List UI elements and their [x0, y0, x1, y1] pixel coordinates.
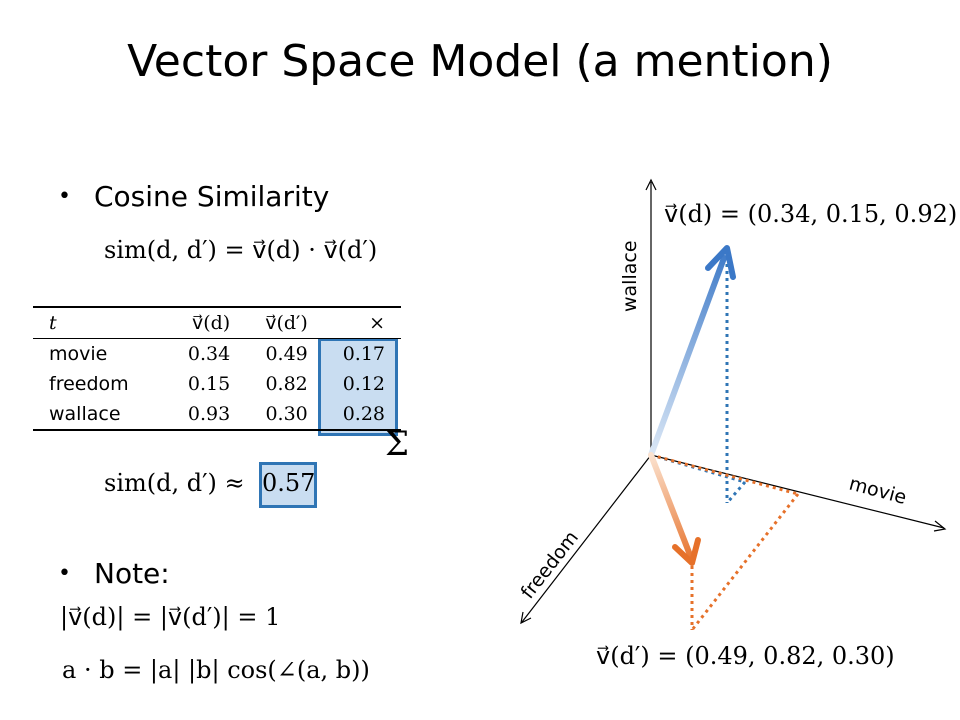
- cell-product: 0.12: [342, 373, 385, 395]
- vector-vd-arrowhead: [705, 245, 736, 280]
- vd2-projection-movie: [650, 453, 799, 496]
- cell-term: movie: [49, 343, 108, 365]
- bullet-dot: •: [58, 184, 71, 209]
- cell-vd2: 0.82: [265, 373, 308, 395]
- table-row: wallace 0.93 0.30 0.28: [33, 399, 401, 430]
- cell-vd2: 0.30: [265, 403, 308, 425]
- sim-result-value: 0.57: [262, 469, 316, 497]
- cell-vd: 0.34: [187, 343, 231, 365]
- bullet-cosine-label: Cosine Similarity: [94, 180, 330, 213]
- cell-vd2: 0.49: [265, 343, 308, 365]
- slide-title: Vector Space Model (a mention): [127, 36, 833, 87]
- header-product: ×: [369, 312, 385, 334]
- vector-vd-label: v⃗(d) = (0.34, 0.15, 0.92): [664, 200, 957, 228]
- product-column-highlight: [318, 338, 398, 436]
- freedom-axis: [521, 454, 652, 623]
- movie-axis-label: movie: [847, 473, 909, 509]
- wallace-axis-label: wallace: [619, 240, 641, 312]
- table-row: movie 0.34 0.49 0.17: [33, 339, 401, 370]
- sim-definition-formula: sim(d, d′) = v⃗(d) · v⃗(d′): [104, 236, 378, 264]
- cell-term: wallace: [49, 403, 121, 425]
- vector-vd2-arrowhead: [672, 537, 701, 566]
- header-vd2: v⃗(d′): [265, 312, 308, 334]
- cell-vd: 0.93: [187, 403, 231, 425]
- freedom-axis-label: freedom: [517, 527, 583, 603]
- cell-product: 0.28: [342, 403, 385, 425]
- bullet-note: • Note:: [58, 557, 170, 590]
- dot-product-formula: a · b = |a| |b| cos(∠(a, b)): [62, 656, 370, 684]
- bullet-dot: •: [58, 561, 71, 586]
- table-row: freedom 0.15 0.82 0.12: [33, 369, 401, 399]
- vd2-projection-diagonal: [690, 493, 800, 631]
- sum-symbol: Σ: [385, 424, 410, 464]
- vector-vd: [648, 255, 727, 458]
- bullet-note-label: Note:: [94, 557, 170, 590]
- freedom-axis-arrowhead: [520, 611, 532, 625]
- bullet-cosine-similarity: • Cosine Similarity: [58, 180, 329, 213]
- vd-projection-freedom: [725, 481, 747, 504]
- sim-approx-formula: sim(d, d′) ≈: [104, 469, 245, 497]
- similarity-table: t v⃗(d) v⃗(d′) × movie 0.34 0.49 0.17 fr…: [33, 306, 401, 431]
- cell-product: 0.17: [342, 343, 385, 365]
- wallace-axis-arrowhead: [645, 178, 657, 191]
- sim-result-box: [259, 462, 317, 508]
- header-vd: v⃗(d): [191, 312, 231, 334]
- cell-term: freedom: [49, 373, 129, 395]
- header-term: t: [49, 312, 57, 334]
- table-header-row: t v⃗(d) v⃗(d′) ×: [33, 307, 401, 339]
- cell-vd: 0.15: [187, 373, 231, 395]
- movie-axis-arrowhead: [933, 520, 947, 532]
- norm-formula: |v⃗(d)| = |v⃗(d′)| = 1: [60, 603, 281, 631]
- vector-vd2-label: v⃗(d′) = (0.49, 0.82, 0.30): [596, 642, 895, 670]
- vector-vd2: [648, 452, 693, 558]
